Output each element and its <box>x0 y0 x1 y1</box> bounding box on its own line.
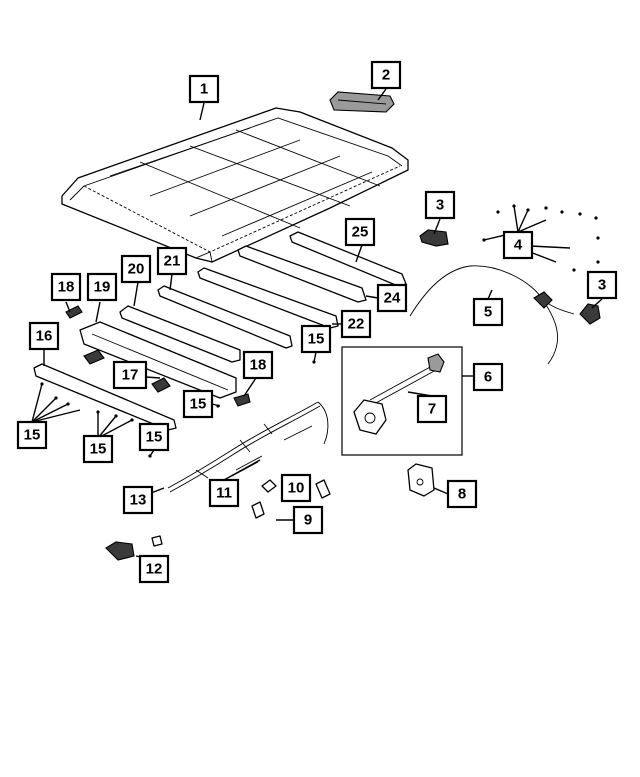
callout-15-b: 15 <box>82 434 114 464</box>
motor-assembly <box>353 353 445 435</box>
svg-text:15: 15 <box>90 441 107 458</box>
svg-text:8: 8 <box>458 486 466 503</box>
svg-text:15: 15 <box>146 429 163 446</box>
clip-right <box>233 393 251 407</box>
callout-20: 20 <box>120 254 152 284</box>
svg-text:12: 12 <box>146 561 163 578</box>
svg-text:25: 25 <box>352 224 369 241</box>
rail-19-20 <box>119 305 241 363</box>
svg-text:1: 1 <box>200 81 208 98</box>
callout-12: 12 <box>138 554 170 584</box>
callout-8: 8 <box>446 479 478 509</box>
callout-18-a: 18 <box>50 272 82 302</box>
callout-9: 9 <box>292 505 324 535</box>
callout-10: 10 <box>280 473 312 503</box>
svg-text:2: 2 <box>382 67 390 84</box>
svg-text:17: 17 <box>122 367 139 384</box>
callout-5: 5 <box>472 297 504 327</box>
callout-13: 13 <box>122 485 154 515</box>
svg-text:11: 11 <box>216 485 232 502</box>
svg-text:13: 13 <box>130 492 147 509</box>
svg-text:24: 24 <box>384 290 401 307</box>
svg-text:21: 21 <box>164 253 181 270</box>
rail-22 <box>197 267 339 329</box>
clips-scatter <box>482 204 600 272</box>
svg-text:3: 3 <box>598 277 606 294</box>
header-bar <box>33 363 177 431</box>
callout-2: 2 <box>370 60 402 90</box>
svg-text:19: 19 <box>94 279 111 296</box>
svg-text:7: 7 <box>428 401 436 418</box>
callout-16: 16 <box>28 321 60 351</box>
callout-24: 24 <box>376 283 408 313</box>
callout-3-left: 3 <box>424 190 456 220</box>
brake-light <box>329 91 395 113</box>
rail-24 <box>237 245 367 303</box>
svg-text:10: 10 <box>288 480 305 497</box>
callout-25: 25 <box>344 217 376 247</box>
front-header <box>79 321 237 399</box>
svg-text:18: 18 <box>250 357 267 374</box>
callout-15-c: 15 <box>138 422 170 452</box>
svg-text:15: 15 <box>24 427 41 444</box>
bracket-right <box>579 303 601 325</box>
callout-15-e: 15 <box>300 324 332 354</box>
callout-18-b: 18 <box>242 350 274 380</box>
bracket-lower <box>407 463 435 497</box>
callout-21: 21 <box>156 246 188 276</box>
wiring-harness <box>167 401 329 493</box>
svg-text:15: 15 <box>308 331 325 348</box>
callout-19: 19 <box>86 272 118 302</box>
svg-text:18: 18 <box>58 279 75 296</box>
leader-lines <box>31 88 603 561</box>
svg-text:9: 9 <box>304 512 312 529</box>
callout-22: 22 <box>340 309 372 339</box>
callout-1: 1 <box>188 74 220 104</box>
callout-6: 6 <box>472 362 504 392</box>
svg-text:22: 22 <box>348 316 365 333</box>
svg-text:6: 6 <box>484 369 492 386</box>
drain-hose <box>409 265 575 365</box>
connector-pieces <box>251 479 331 519</box>
callout-7: 7 <box>416 394 448 424</box>
svg-text:4: 4 <box>514 237 523 254</box>
bracket-left <box>419 229 449 247</box>
svg-text:16: 16 <box>36 328 53 345</box>
svg-text:20: 20 <box>128 261 145 278</box>
callout-17: 17 <box>112 360 148 390</box>
callout-11: 11 <box>208 478 240 508</box>
callout-4: 4 <box>502 230 534 260</box>
bracket-small <box>105 535 163 561</box>
callout-15-a: 15 <box>16 420 48 450</box>
callout-3-right: 3 <box>586 270 618 300</box>
svg-text:5: 5 <box>484 304 492 321</box>
inset-frame <box>341 346 463 456</box>
callout-15-d: 15 <box>182 389 214 419</box>
rail-21 <box>157 285 293 349</box>
svg-text:15: 15 <box>190 396 207 413</box>
clip-left <box>65 305 83 319</box>
svg-text:3: 3 <box>436 197 444 214</box>
